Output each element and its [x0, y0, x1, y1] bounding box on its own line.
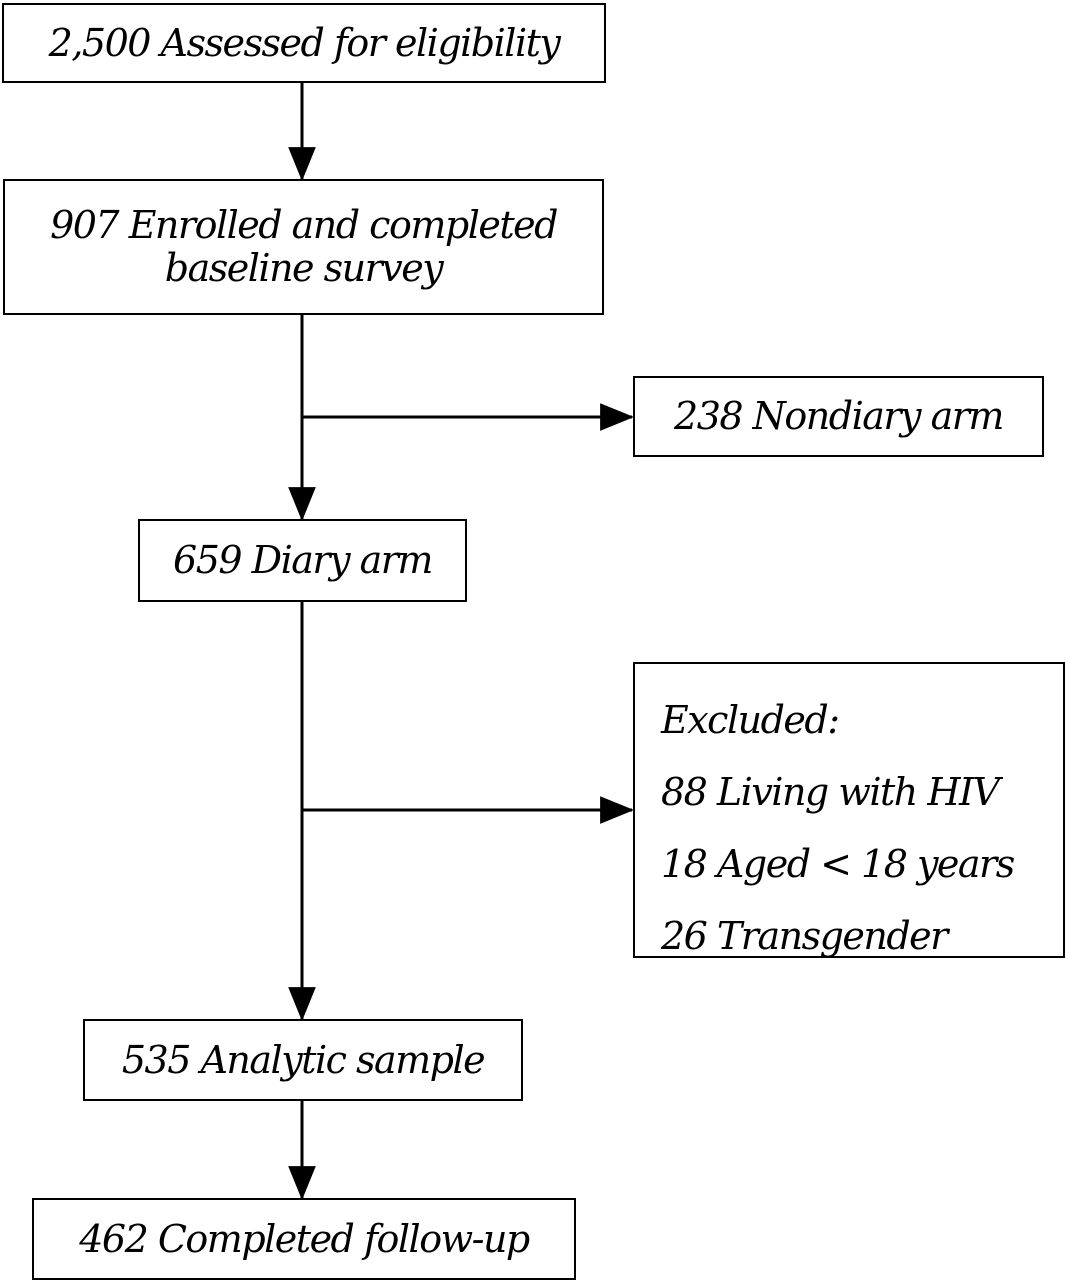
excluded-item-hiv: 88 Living with HIV — [661, 770, 1000, 814]
box-enrolled: 907 Enrolled and completed baseline surv… — [3, 179, 604, 315]
box-followup: 462 Completed follow-up — [32, 1198, 576, 1280]
box-nondiary: 238 Nondiary arm — [633, 376, 1044, 457]
box-diary: 659 Diary arm — [138, 519, 467, 602]
excluded-item-age: 18 Aged < 18 years — [661, 842, 1015, 886]
enrolled-label-line1: 907 Enrolled and completed — [50, 203, 558, 248]
analytic-label: 535 Analytic sample — [121, 1037, 486, 1082]
assessed-label: 2,500 Assessed for eligibility — [48, 20, 561, 65]
box-analytic: 535 Analytic sample — [83, 1019, 523, 1101]
excluded-heading: Excluded: — [661, 698, 840, 742]
box-assessed: 2,500 Assessed for eligibility — [2, 3, 606, 83]
nondiary-label: 238 Nondiary arm — [674, 394, 1004, 439]
box-excluded: Excluded: 88 Living with HIV 18 Aged < 1… — [633, 662, 1065, 958]
followup-label: 462 Completed follow-up — [79, 1216, 530, 1261]
enrolled-label-line2: baseline survey — [164, 246, 444, 290]
excluded-item-transgender: 26 Transgender — [661, 914, 948, 958]
diary-label: 659 Diary arm — [173, 538, 433, 583]
